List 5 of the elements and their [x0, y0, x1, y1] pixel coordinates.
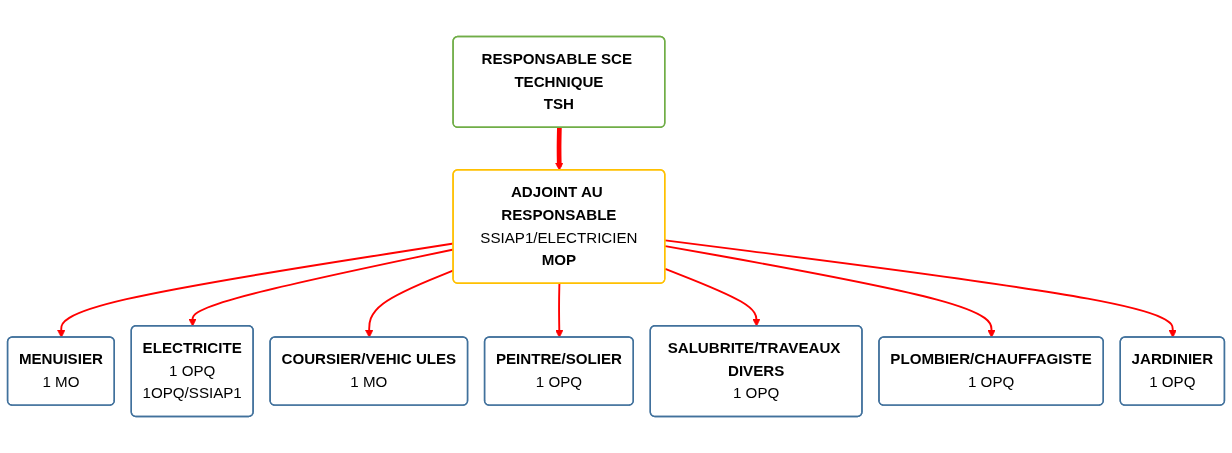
arrow — [664, 245, 996, 338]
arrow — [555, 127, 564, 171]
arrow — [664, 267, 761, 327]
arrow — [664, 239, 1177, 338]
arrow — [555, 282, 564, 338]
